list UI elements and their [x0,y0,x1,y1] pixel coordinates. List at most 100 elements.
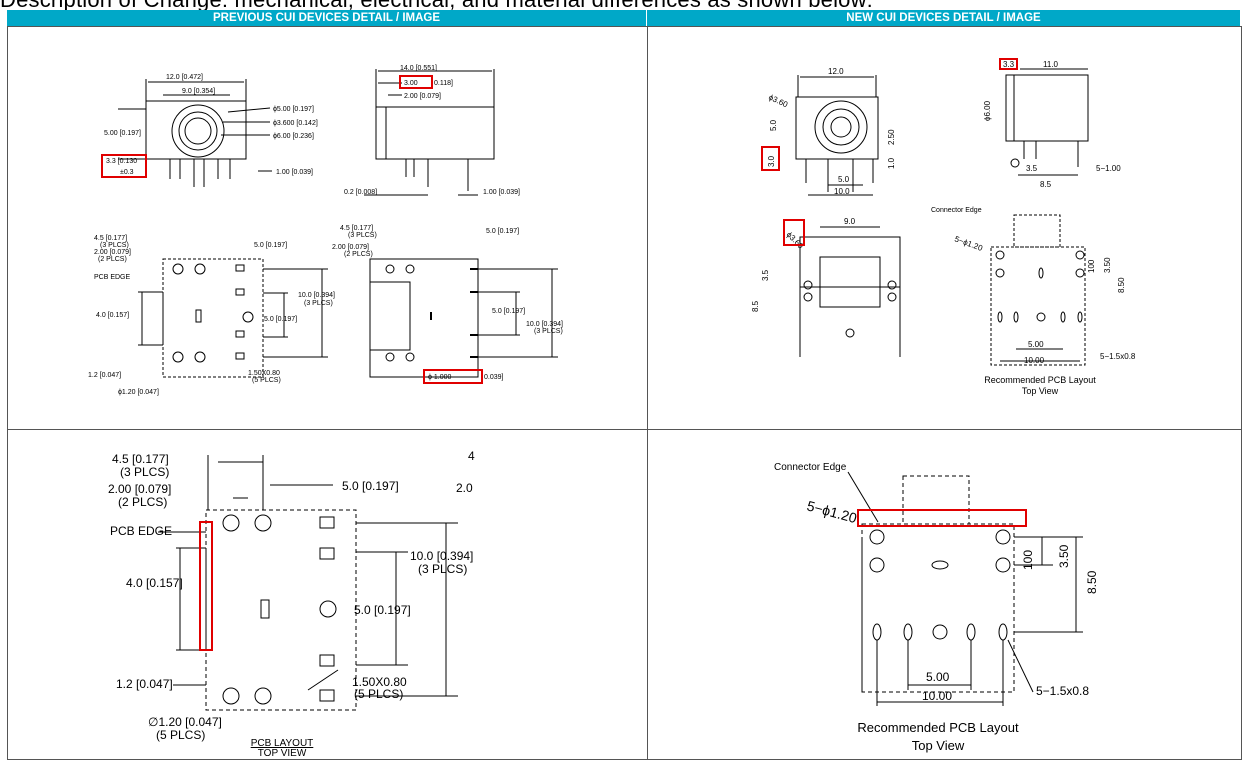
new-1-0: 1.0 [887,157,896,169]
zoom-prev-10plcs: (3 PLCS) [418,562,467,576]
dim-3-3-tol: ±0.3 [120,169,134,176]
new-3-3: 3.3 [1003,60,1015,69]
pcb2-2: 2.00 [0.079] [332,244,369,251]
dia-5: ϕ5.00 [0.197] [273,106,314,113]
new-5-120: 5−ϕ1.20 [953,234,984,253]
new-zoom-cell: Connector Edge 5−ϕ1.20 100 3.50 8.50 5.0… [647,429,1242,760]
zoom-prev-10: 10.0 [0.394] [410,549,473,563]
new-10-00: 10.00 [1024,356,1045,365]
zoom-prev-1-2: 1.2 [0.047] [116,677,173,691]
zoom-new-100: 100 [1021,550,1035,570]
dim-5: 5.00 [0.197] [104,130,141,137]
pcb2-3plcs: (3 PLCS) [348,232,377,239]
zoom-prev-1-50-plcs: (5 PLCS) [354,687,403,701]
zoom-prev-1-50: 1.50X0.80 [352,675,407,689]
zoom-prev-3plcs: (3 PLCS) [120,465,169,479]
previous-detail-cell: 12.0 [0.472] 9.0 [0.354] 5.00 [0.197] 3.… [7,26,648,430]
dia-1-inch: 0.039] [484,374,504,381]
new-2-50: 2.50 [887,129,896,145]
dim-12: 12.0 [0.472] [166,74,203,81]
pcb-1-50: 1.50X0.80 [248,370,280,377]
pcb-1-2: 1.2 [0.047] [88,372,121,379]
zoom-prev-edge-4: 4 [468,449,475,463]
pcb2-10: 10.0 [0.394] [526,321,563,328]
pcb-10-plcs: (3 PLCS) [304,300,333,307]
new-3-vert: 3.0 [767,155,776,167]
pcb-2plcs: (2 PLCS) [98,256,127,263]
new-5: 5.0 [838,175,850,184]
previous-zoom-cell: 4.5 [0.177] (3 PLCS) 2.00 [0.079] (2 PLC… [7,429,648,760]
header-new: NEW CUI DEVICES DETAIL / IMAGE [647,10,1240,26]
new-dia-small: ϕ3.60 [785,230,806,251]
pcb2-4-5: 4.5 [0.177] [340,225,373,232]
pcb-1-20: ϕ1.20 [0.047] [118,389,159,396]
pcb-5: 5.0 [0.197] [254,242,287,249]
pcb-4: 4.0 [0.157] [96,312,129,319]
new-3-50: 3.50 [1103,257,1112,273]
dim-0-2: 0.2 [0.008] [344,189,377,196]
new-8-50: 8.50 [1117,277,1126,293]
change-description: Description of Change: mechanical, elect… [0,0,873,13]
zoom-new-5-00: 5.00 [926,670,950,684]
new-9: 9.0 [844,217,856,226]
new-8-5b: 8.5 [751,300,760,312]
zoom-prev-4-5: 4.5 [0.177] [112,452,169,466]
pcb-2: 2.00 [0.079] [94,249,131,256]
zoom-new-10-00: 10.00 [922,689,952,703]
zoom-prev-5plcs: (5 PLCS) [156,728,205,742]
zoom-new-5-120: 5−ϕ1.20 [805,497,859,526]
pcb2-2plcs: (2 PLCS) [344,251,373,258]
new-3-5: 3.5 [1026,164,1038,173]
new-10: 10.0 [834,187,850,196]
zoom-prev-2: 2.00 [0.079] [108,482,171,496]
new-5-100: 5−1.00 [1096,164,1121,173]
dim-1: 1.00 [0.039] [276,169,313,176]
zoom-new-rec-2: Top View [912,738,965,753]
new-connector-edge: Connector Edge [931,207,982,214]
zoom-new-5-15: 5−1.5x0.8 [1036,684,1089,698]
dim-1b: 1.00 [0.039] [483,189,520,196]
zoom-prev-5: 5.0 [0.197] [342,479,399,493]
zoom-prev-title-1: PCB LAYOUT [251,738,314,749]
dim-3-inch: 0.118] [434,80,453,87]
zoom-new-3-50: 3.50 [1057,544,1071,568]
zoom-prev-edge-2: 2.0 [456,481,473,495]
pcb-5plcs: (5 PLCS) [252,377,281,384]
new-detail-cell: 12.0 5.0 10.0 ϕ3.60 5.0 3.0 2.50 1.0 3.3… [647,26,1242,430]
new-8-5: 8.5 [1040,180,1052,189]
dim-3: 3.00 [404,80,418,87]
previous-drawing: 12.0 [0.472] 9.0 [0.354] 5.00 [0.197] 3.… [88,65,563,396]
zoom-prev-2plcs: (2 PLCS) [118,495,167,509]
dia-6: ϕ6.00 [0.236] [273,133,314,140]
pcb-3plcs: (3 PLCS) [100,242,129,249]
zoom-prev-pcb-edge: PCB EDGE [110,524,172,538]
pcb2-5: 5.0 [0.197] [486,228,519,235]
new-rec-2: Top View [1022,386,1059,396]
new-rec-1: Recommended PCB Layout [984,375,1096,385]
zoom-new-connector-edge: Connector Edge [774,462,847,473]
pcb-edge: PCB EDGE [94,274,131,281]
new-3-5b: 3.5 [761,269,770,281]
new-12: 12.0 [828,67,844,76]
dim-14: 14.0 [0.551] [400,65,437,72]
zoom-prev-title-2: TOP VIEW [258,748,307,759]
pcb-4-5: 4.5 [0.177] [94,235,127,242]
pcb2-10plcs: (3 PLCS) [534,328,563,335]
zoom-prev-4: 4.0 [0.157] [126,576,183,590]
pcb2-5b: 5.0 [0.197] [492,308,525,315]
zoom-prev-5b: 5.0 [0.197] [354,603,411,617]
new-zoom-drawing: Connector Edge 5−ϕ1.20 100 3.50 8.50 5.0… [774,462,1099,753]
new-100: 100 [1087,259,1096,273]
dia-1: ϕ 1.000 [428,374,451,381]
previous-zoom-drawing: 4.5 [0.177] (3 PLCS) 2.00 [0.079] (2 PLC… [108,449,475,759]
new-dia6: ϕ6.00 [983,100,992,121]
new-11: 11.0 [1043,60,1059,69]
dim-3-3: 3.3 [0.130 [106,158,137,165]
dia-3-6: ϕ3.600 [0.142] [273,120,318,127]
zoom-prev-1-20: ∅1.20 [0.047] [148,715,222,729]
pcb-5-b: 5.0 [0.197] [264,316,297,323]
zoom-new-rec-1: Recommended PCB Layout [857,720,1019,735]
new-drawing: 12.0 5.0 10.0 ϕ3.60 5.0 3.0 2.50 1.0 3.3… [751,58,1136,396]
pcb-10: 10.0 [0.394] [298,292,335,299]
new-5-15: 5−1.5x0.8 [1100,352,1136,361]
